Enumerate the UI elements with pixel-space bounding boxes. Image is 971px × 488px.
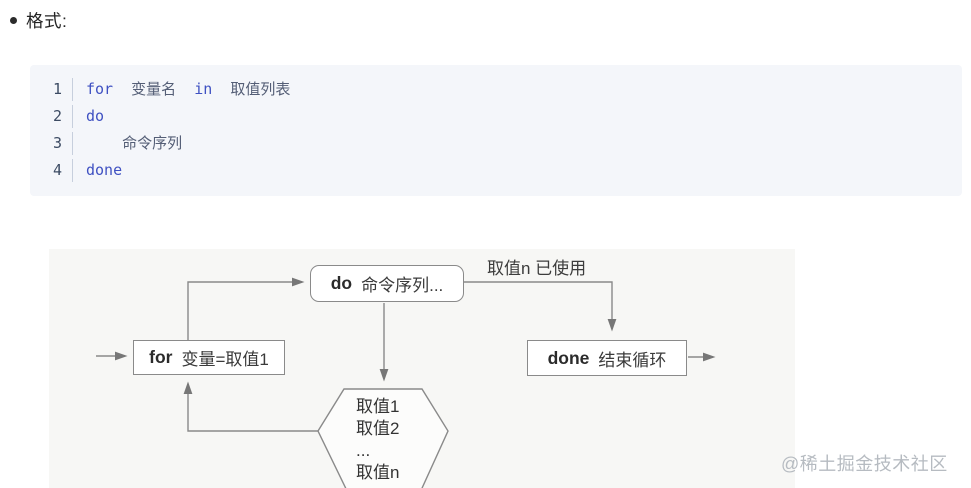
line-number: 3 xyxy=(52,134,62,152)
gutter-divider xyxy=(72,78,73,101)
do-keyword: do xyxy=(330,273,353,293)
line-number: 2 xyxy=(52,107,62,125)
gutter-divider xyxy=(72,132,73,155)
hexagon-line: 取值2 xyxy=(356,419,400,438)
code-line: 4 done xyxy=(30,157,962,184)
code-plain: 取值列表 xyxy=(212,80,291,98)
keyword-for: for xyxy=(86,80,114,98)
code-plain: 变量名 xyxy=(113,80,195,98)
list-item-format: 格式: xyxy=(10,8,67,33)
hexagon-line: ... xyxy=(356,441,371,460)
code-text: done xyxy=(86,157,122,184)
line-number: 4 xyxy=(52,161,62,179)
code-text: do xyxy=(86,103,104,130)
done-node-text: 结束循环 xyxy=(598,350,667,370)
hexagon-value-list: 取值1 取值2 ... 取值n xyxy=(356,396,399,484)
do-node-text: 命令序列... xyxy=(361,276,444,295)
keyword-do: do xyxy=(86,107,105,125)
for-node-text: 变量=取值1 xyxy=(181,350,269,369)
edge-label-value-used: 取值n 已使用 xyxy=(487,259,587,278)
code-block: 1 for 变量名 in 取值列表 2 do 3 命令序列 4 done xyxy=(30,65,962,196)
gutter-divider xyxy=(72,159,73,182)
hexagon-line: 取值1 xyxy=(356,397,400,416)
code-text: 命令序列 xyxy=(86,130,182,157)
line-number: 1 xyxy=(52,80,62,98)
keyword-in: in xyxy=(194,80,213,98)
bullet-icon xyxy=(10,17,17,24)
code-text: for 变量名 in 取值列表 xyxy=(86,76,290,103)
list-item-label: 格式: xyxy=(26,11,68,31)
code-plain: 命令序列 xyxy=(86,134,183,152)
for-node: for 变量=取值1 xyxy=(133,340,285,375)
done-node: done 结束循环 xyxy=(527,340,687,376)
code-line: 3 命令序列 xyxy=(30,130,962,157)
for-keyword: for xyxy=(149,347,173,367)
keyword-done: done xyxy=(86,161,123,179)
code-line: 2 do xyxy=(30,103,962,130)
code-line: 1 for 变量名 in 取值列表 xyxy=(30,76,962,103)
do-node: do 命令序列... xyxy=(310,265,464,302)
hexagon-line: 取值n xyxy=(356,463,400,482)
watermark: @稀土掘金技术社区 xyxy=(781,454,948,474)
done-keyword: done xyxy=(547,347,590,368)
gutter-divider xyxy=(72,105,73,128)
